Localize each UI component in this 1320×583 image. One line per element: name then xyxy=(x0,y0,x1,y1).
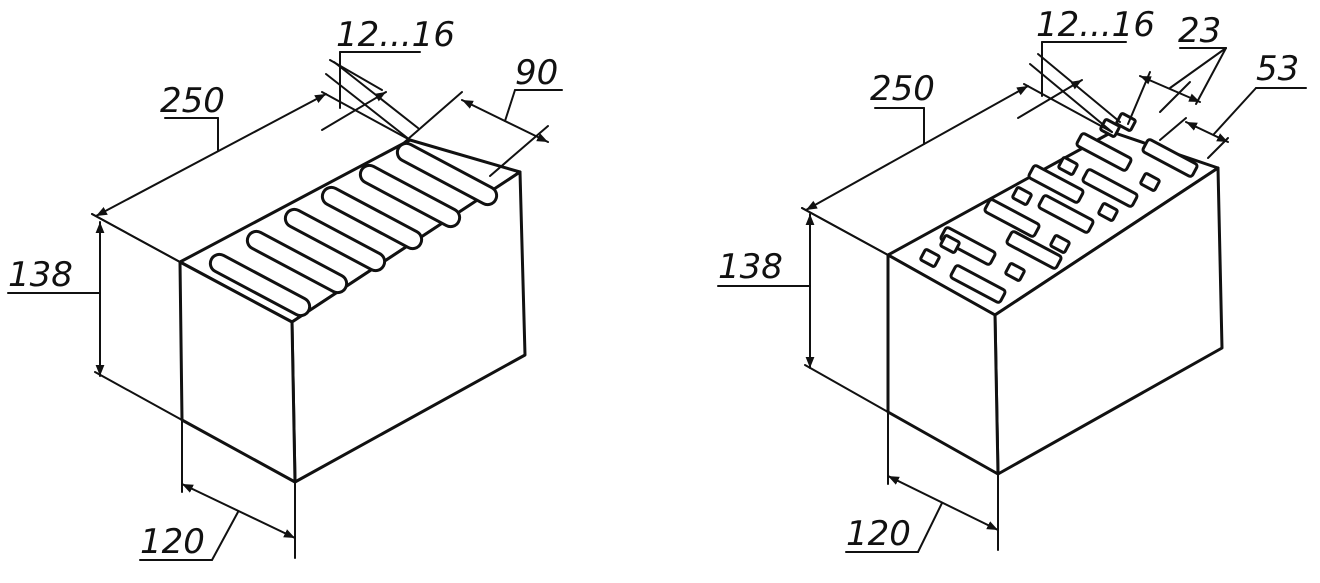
perforated-hole-a-label: 23 xyxy=(1178,11,1221,51)
slotted-brick: 250 138 120 12...16 xyxy=(7,15,563,562)
slotted-wall-label: 12...16 xyxy=(336,15,455,55)
small-hole xyxy=(1004,262,1026,282)
perforated-width-dimension: 120 xyxy=(845,411,999,554)
perforated-hole-b-label: 53 xyxy=(1256,49,1299,89)
small-hole xyxy=(1057,156,1079,176)
perforated-height-label: 138 xyxy=(718,247,783,287)
slotted-slot-dimension: 90 xyxy=(399,53,563,177)
long-hole xyxy=(939,226,997,266)
slot-hole xyxy=(395,141,499,207)
perforated-brick: 250 138 120 12...16 xyxy=(717,5,1307,554)
perforated-hole-b-dimension: 53 xyxy=(1159,49,1307,159)
perforated-length-label: 250 xyxy=(870,69,935,109)
perforated-height-dimension: 138 xyxy=(717,207,889,413)
slotted-height-dimension: 138 xyxy=(7,213,183,421)
slotted-width-label: 120 xyxy=(140,522,205,562)
small-hole xyxy=(919,248,941,268)
perforated-wall-dimension: 12...16 xyxy=(1017,5,1155,133)
long-hole xyxy=(1027,164,1085,204)
slotted-length-label: 250 xyxy=(160,81,225,121)
long-hole xyxy=(1005,230,1063,270)
long-hole xyxy=(1081,168,1139,208)
slotted-height-label: 138 xyxy=(8,255,73,295)
slot-hole xyxy=(245,229,349,295)
long-hole xyxy=(949,264,1007,304)
slot-hole xyxy=(208,252,312,318)
small-hole xyxy=(1097,202,1119,222)
long-hole xyxy=(1075,132,1133,172)
perforated-hole-a-dimension: 23 xyxy=(1127,11,1227,125)
perforated-width-label: 120 xyxy=(846,514,911,554)
slotted-length-dimension: 250 xyxy=(91,81,411,263)
perforated-wall-label: 12...16 xyxy=(1036,5,1155,45)
small-hole xyxy=(1049,234,1071,254)
slotted-slot-label: 90 xyxy=(515,53,558,93)
long-hole xyxy=(1037,194,1095,234)
slotted-width-dimension: 120 xyxy=(139,419,296,562)
slotted-wall-dimension: 12...16 xyxy=(321,15,455,141)
small-hole xyxy=(939,234,961,254)
small-hole xyxy=(1139,172,1161,192)
long-hole xyxy=(1141,138,1199,178)
slot-hole xyxy=(358,163,462,229)
